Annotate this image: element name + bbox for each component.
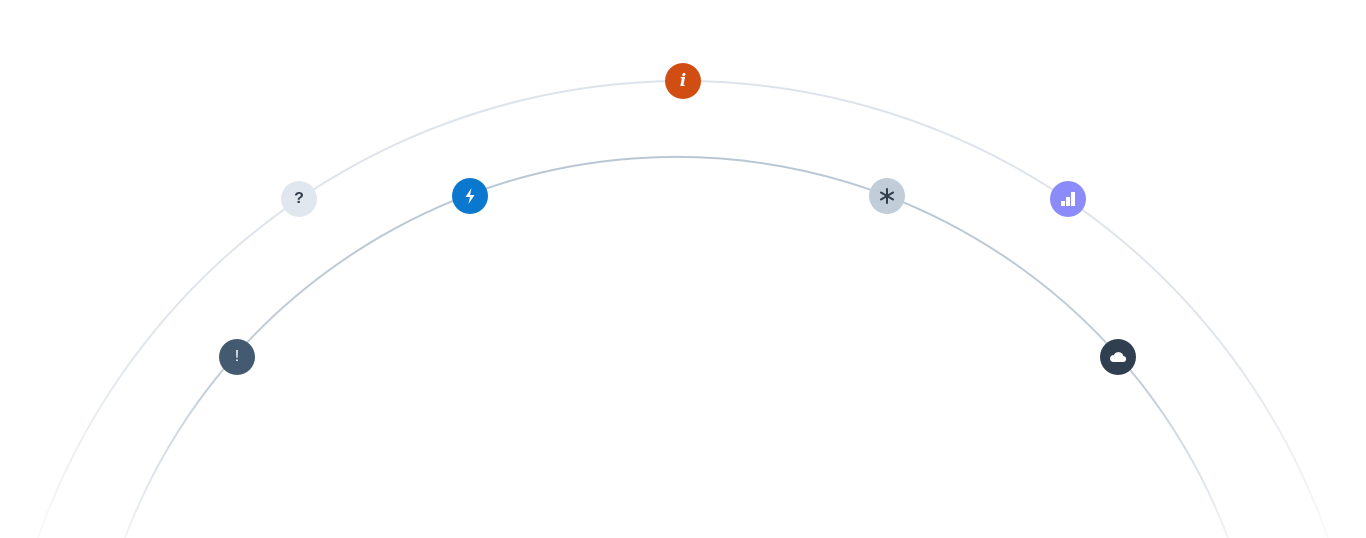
outer-arc (37, 80, 1329, 538)
asterisk-node[interactable] (869, 178, 905, 214)
chart-node[interactable] (1050, 181, 1086, 217)
bolt-icon (465, 188, 475, 204)
bolt-node[interactable] (452, 178, 488, 214)
info-icon: i (679, 70, 687, 91)
info-node[interactable]: i (665, 63, 701, 99)
exclamation-icon: ! (234, 348, 240, 365)
bar-chart-icon (1061, 192, 1075, 206)
question-node[interactable]: ? (281, 181, 317, 217)
cloud-node[interactable] (1100, 339, 1136, 375)
cloud-icon (1109, 352, 1127, 363)
exclamation-node[interactable]: ! (219, 339, 255, 375)
question-icon: ? (294, 190, 304, 207)
asterisk-icon (880, 188, 894, 204)
